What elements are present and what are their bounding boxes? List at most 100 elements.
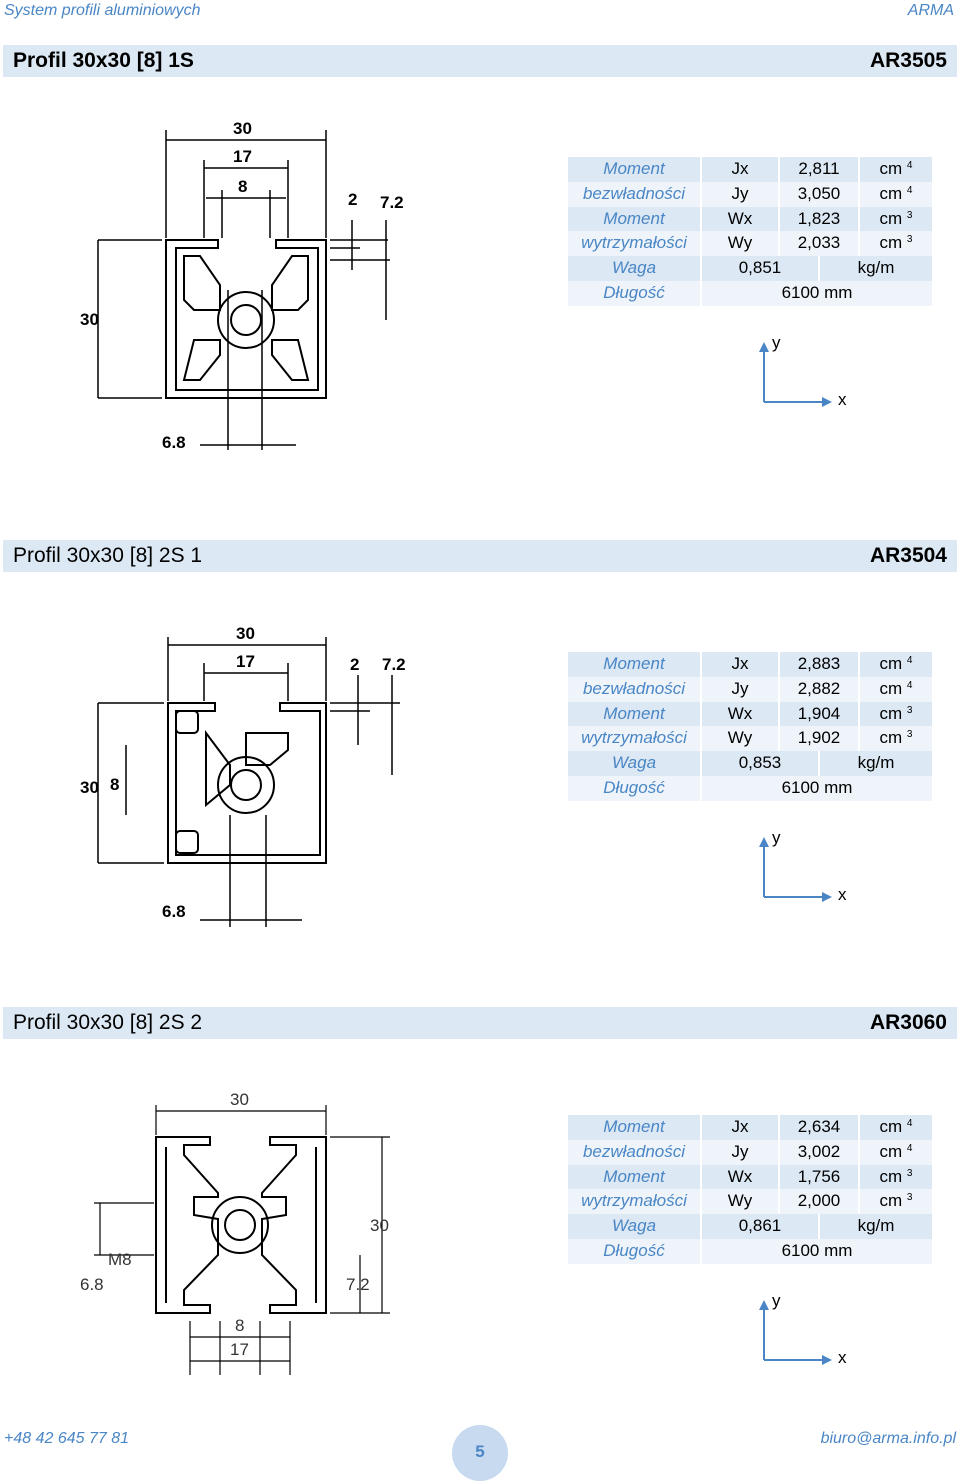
unit-jx: cm 4 bbox=[879, 654, 913, 673]
label-inertia: bezwładności bbox=[568, 181, 702, 207]
profile-1-code: AR3505 bbox=[869, 49, 947, 72]
val-wy: 1,902 bbox=[780, 726, 860, 752]
unit-wy: cm 3 bbox=[879, 1191, 913, 1211]
label-moment: Moment bbox=[568, 652, 702, 677]
unit-jx: cm 4 bbox=[879, 159, 913, 178]
dim-thread-m8: M8 bbox=[108, 1250, 132, 1269]
profile-3-header: Profil 30x30 [8] 2S 2 AR3060 bbox=[3, 1007, 957, 1039]
sym-wy: Wy bbox=[702, 1189, 780, 1215]
profile-2-drawing: 30 17 2 7.2 30 8 6.8 bbox=[80, 624, 406, 927]
axis-y-label: y bbox=[772, 333, 781, 352]
val-wy: 2,000 bbox=[780, 1189, 860, 1215]
sym-jy: Jy bbox=[702, 676, 780, 702]
profile-3-code: AR3060 bbox=[869, 1011, 947, 1034]
dim-width-30: 30 bbox=[230, 1090, 249, 1109]
sym-jy: Jy bbox=[702, 181, 780, 207]
label-inertia: bezwładności bbox=[568, 1139, 702, 1165]
val-weight: 0,853 bbox=[702, 751, 820, 776]
footer-phone[interactable]: +48 42 645 77 81 bbox=[4, 1430, 130, 1447]
label-strength: wytrzymałości bbox=[568, 726, 702, 752]
label-moment-w: Moment bbox=[568, 206, 702, 232]
dim-slot-17: 17 bbox=[233, 147, 252, 166]
dim-offset-68: 6.8 bbox=[162, 433, 186, 452]
label-strength: wytrzymałości bbox=[568, 1189, 702, 1215]
dim-depth-72: 7.2 bbox=[380, 193, 404, 212]
val-weight: 0,861 bbox=[702, 1214, 820, 1239]
unit-jy: cm 4 bbox=[879, 1141, 913, 1161]
unit-wy: cm 3 bbox=[879, 233, 913, 253]
axis-x-label: x bbox=[838, 885, 847, 904]
profile-3-title: Profil 30x30 [8] 2S 2 bbox=[13, 1011, 203, 1034]
dim-slot-8: 8 bbox=[238, 177, 247, 196]
profile-3-axes: y x bbox=[759, 1291, 847, 1367]
unit-wx: cm 3 bbox=[879, 1166, 913, 1186]
dim-slot-17: 17 bbox=[230, 1340, 249, 1359]
dim-height-30: 30 bbox=[80, 310, 99, 329]
dim-height-30: 30 bbox=[370, 1216, 389, 1235]
sym-jy: Jy bbox=[702, 1139, 780, 1165]
sym-wx: Wx bbox=[702, 701, 780, 727]
label-length: Długość bbox=[568, 775, 702, 801]
sym-jx: Jx bbox=[702, 157, 780, 182]
label-moment-w: Moment bbox=[568, 1164, 702, 1190]
axis-y-label: y bbox=[772, 1291, 781, 1310]
val-length: 6100 mm bbox=[781, 282, 853, 302]
sym-wy: Wy bbox=[702, 726, 780, 752]
val-wx: 1,823 bbox=[780, 206, 860, 232]
profile-1-title: Profil 30x30 [8] 1S bbox=[13, 49, 194, 72]
val-wx: 1,904 bbox=[780, 701, 860, 727]
label-moment: Moment bbox=[568, 1115, 702, 1140]
profile-1-axes: y x bbox=[759, 333, 847, 409]
val-jy: 3,050 bbox=[780, 181, 860, 207]
header-doc-title: System profili aluminiowych bbox=[4, 2, 201, 19]
val-jx: 2,634 bbox=[780, 1115, 860, 1140]
sym-wy: Wy bbox=[702, 231, 780, 257]
label-strength: wytrzymałości bbox=[568, 231, 702, 257]
dim-wall-2: 2 bbox=[350, 655, 359, 674]
label-moment: Moment bbox=[568, 157, 702, 182]
val-jy: 3,002 bbox=[780, 1139, 860, 1165]
unit-wx: cm 3 bbox=[879, 208, 913, 228]
val-weight: 0,851 bbox=[702, 256, 820, 281]
val-wy: 2,033 bbox=[780, 231, 860, 257]
val-length: 6100 mm bbox=[781, 1240, 853, 1260]
axis-x-label: x bbox=[838, 390, 847, 409]
profile-2-header: Profil 30x30 [8] 2S 1 AR3504 bbox=[3, 540, 957, 572]
dim-slot-8: 8 bbox=[235, 1316, 244, 1335]
dim-depth-72: 7.2 bbox=[346, 1275, 370, 1294]
label-weight: Waga bbox=[568, 256, 702, 281]
unit-weight: kg/m bbox=[857, 753, 895, 773]
profile-1-drawing: 30 17 8 2 7.2 30 6.8 bbox=[80, 119, 404, 452]
unit-jy: cm 4 bbox=[879, 183, 913, 203]
dim-slot-8: 8 bbox=[110, 775, 119, 794]
axis-x-label: x bbox=[838, 1348, 847, 1367]
dim-width-30: 30 bbox=[236, 624, 255, 643]
label-inertia: bezwładności bbox=[568, 676, 702, 702]
profile-2-title: Profil 30x30 [8] 2S 1 bbox=[13, 544, 203, 567]
val-length: 6100 mm bbox=[781, 777, 853, 797]
axis-y-label: y bbox=[772, 828, 781, 847]
label-moment-w: Moment bbox=[568, 701, 702, 727]
unit-weight: kg/m bbox=[857, 1216, 895, 1236]
dim-height-30: 30 bbox=[80, 778, 99, 797]
sym-jx: Jx bbox=[702, 1115, 780, 1140]
sym-wx: Wx bbox=[702, 1164, 780, 1190]
header-brand: ARMA bbox=[907, 2, 954, 19]
profile-2-code: AR3504 bbox=[869, 544, 947, 567]
dim-wall-2: 2 bbox=[348, 190, 357, 209]
label-length: Długość bbox=[568, 1238, 702, 1264]
unit-wy: cm 3 bbox=[879, 728, 913, 748]
label-weight: Waga bbox=[568, 1214, 702, 1239]
val-jy: 2,882 bbox=[780, 676, 860, 702]
dim-width-30: 30 bbox=[233, 119, 252, 138]
unit-jy: cm 4 bbox=[879, 678, 913, 698]
page-number: 5 bbox=[452, 1425, 508, 1481]
unit-wx: cm 3 bbox=[879, 703, 913, 723]
dim-offset-68: 6.8 bbox=[162, 902, 186, 921]
footer-email[interactable]: biuro@arma.info.pl bbox=[820, 1430, 956, 1447]
dim-slot-17: 17 bbox=[236, 652, 255, 671]
label-length: Długość bbox=[568, 280, 702, 306]
profile-2-axes: y x bbox=[759, 828, 847, 904]
